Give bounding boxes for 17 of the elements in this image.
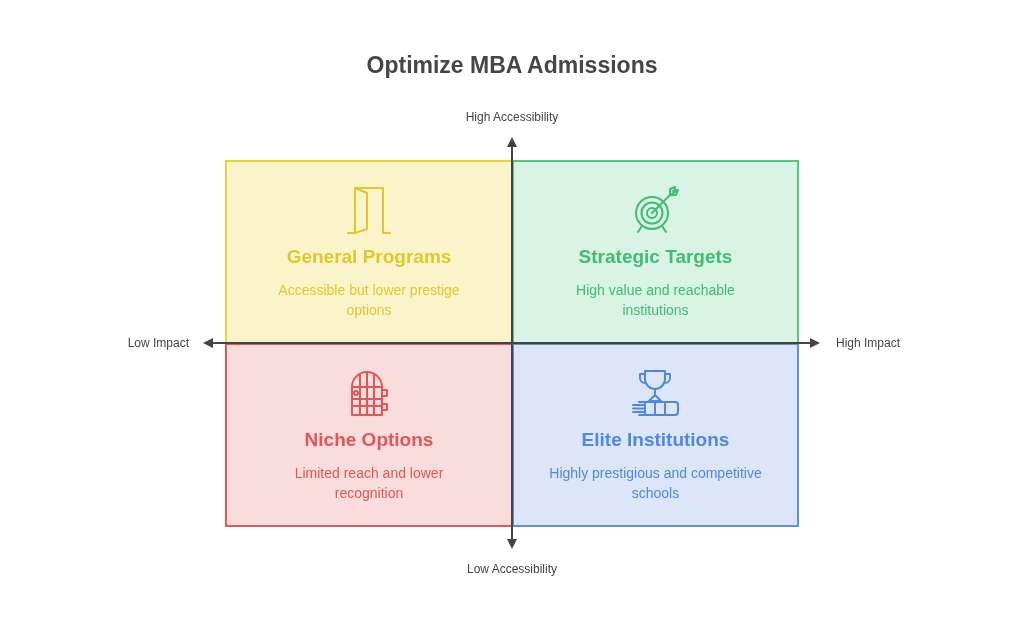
quadrant-description: Limited reach and lower recognition xyxy=(293,463,445,503)
diagram-title: Optimize MBA Admissions xyxy=(365,51,659,80)
quadrant-description: High value and reachable institutions xyxy=(575,280,736,320)
quadrant-panel xyxy=(512,160,799,344)
quadrant-description: Accessible but lower prestige options xyxy=(277,280,461,320)
quadrant-panel xyxy=(225,160,513,344)
axis-label: High Accessibility xyxy=(464,109,560,125)
quadrant-title: Elite Institutions xyxy=(581,428,730,452)
quadrant-title: Niche Options xyxy=(304,428,434,452)
quadrant-panel xyxy=(225,343,513,527)
quadrant-panel xyxy=(512,343,799,527)
axis-label: Low Impact xyxy=(126,335,189,351)
axis-label: Low Accessibility xyxy=(465,561,558,577)
axis-label: High Impact xyxy=(836,335,902,351)
quadrant-title: Strategic Targets xyxy=(578,245,733,269)
quadrant-title: General Programs xyxy=(286,245,452,269)
quadrant-description: Highly prestigious and competitive schools xyxy=(548,463,763,503)
